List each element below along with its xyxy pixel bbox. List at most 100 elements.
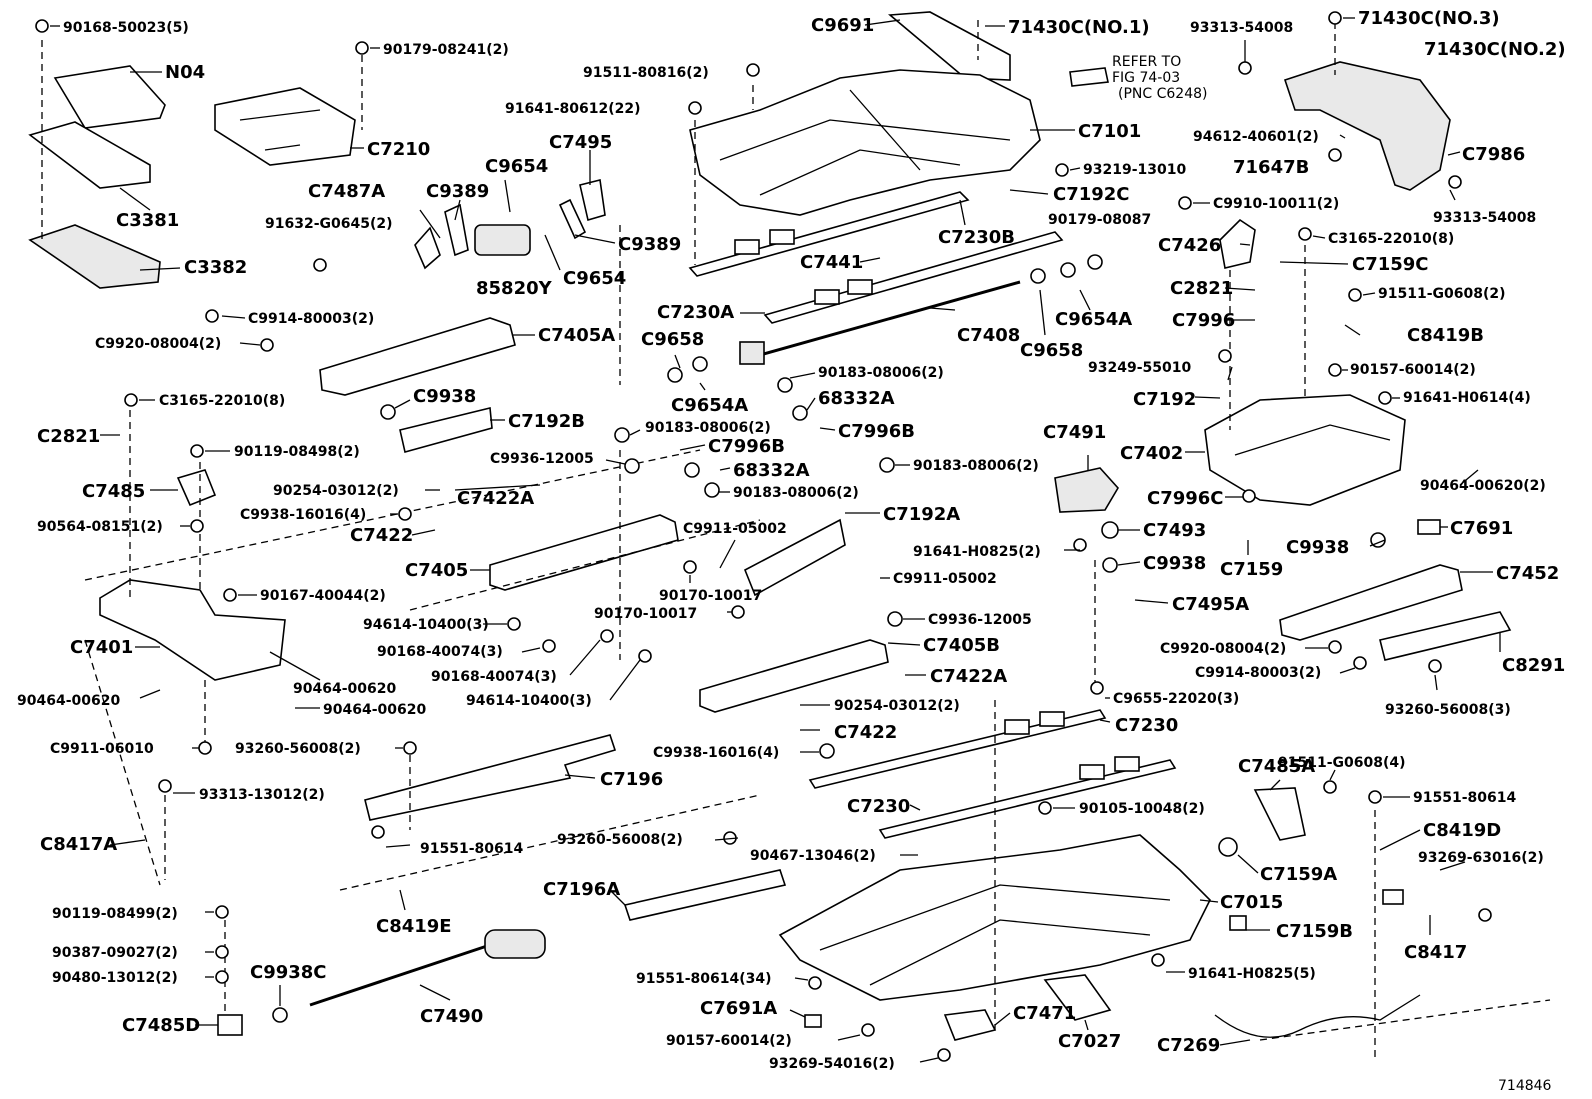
label-93269-63016: 93269-63016(2) (1418, 850, 1544, 866)
nut-icon (777, 377, 793, 393)
bolt-icon (1428, 659, 1442, 673)
label-c7027: C7027 (1058, 1031, 1121, 1052)
refer-line-2: FIG 74-03 (1112, 70, 1180, 86)
bolt-icon (1448, 175, 1462, 189)
label-c7485: C7485 (82, 481, 145, 502)
label-90168-50023: 90168-50023(5) (63, 20, 189, 36)
bolt-icon (1151, 953, 1165, 967)
label-c7495a: C7495A (1172, 594, 1249, 615)
label-c9389-a: C9389 (426, 181, 489, 202)
label-c7159: C7159 (1220, 559, 1283, 580)
label-90183-08006-d: 90183-08006(2) (913, 458, 1039, 474)
label-c7471: C7471 (1013, 1003, 1076, 1024)
label-91641-80612: 91641-80612(22) (505, 101, 641, 117)
part-c8417-connector (1382, 889, 1404, 905)
label-90467-13046: 90467-13046(2) (750, 848, 876, 864)
label-71647b: 71647B (1233, 157, 1309, 178)
label-c7426: C7426 (1158, 235, 1221, 256)
label-c7408: C7408 (957, 325, 1020, 346)
bolt-icon (223, 588, 237, 602)
bolt-icon (1073, 538, 1087, 552)
nut-icon (819, 743, 835, 759)
label-90254-03012-b: 90254-03012(2) (834, 698, 960, 714)
washer-icon (1328, 148, 1342, 162)
part-c7192b (399, 407, 493, 453)
part-c7159a-icon (1218, 837, 1238, 857)
nut-icon (624, 458, 640, 474)
part-c7426 (1219, 218, 1256, 269)
part-c7230 (808, 709, 1107, 789)
label-90157-60014-a: 90157-60014(2) (1350, 362, 1476, 378)
bolt-icon (35, 19, 49, 33)
label-90183-08006-a: 90183-08006(2) (818, 365, 944, 381)
label-c7230-b: C7230 (847, 796, 910, 817)
label-c2821-a: C2821 (1170, 278, 1233, 299)
label-c8419e: C8419E (376, 916, 452, 937)
label-c7485d: C7485D (122, 1015, 200, 1036)
label-93313-54008-b: 93313-54008 (1433, 210, 1536, 226)
part-c7405 (489, 514, 679, 591)
part-c7986 (1283, 61, 1451, 191)
label-90168-40074-b: 90168-40074(3) (431, 669, 557, 685)
nut-icon (1055, 163, 1069, 177)
label-c7192a: C7192A (883, 504, 960, 525)
bolt-icon (403, 741, 417, 755)
label-94614-10400-a: 94614-10400(3) (363, 617, 489, 633)
label-c7159a: C7159A (1260, 864, 1337, 885)
label-c9654a-b: C9654A (671, 395, 748, 416)
label-91551-80614-a: 91551-80614 (1413, 790, 1516, 806)
bolt-icon (313, 258, 327, 272)
label-c7101: C7101 (1078, 121, 1141, 142)
nut-icon (272, 1007, 288, 1023)
nut-icon (692, 356, 708, 372)
label-c7210: C7210 (367, 139, 430, 160)
nut-icon (398, 507, 412, 521)
part-c7491 (1054, 467, 1119, 513)
label-c7192: C7192 (1133, 389, 1196, 410)
bolt-icon (542, 639, 556, 653)
part-c7485a (1253, 787, 1306, 841)
part-c7196a (623, 869, 787, 921)
label-93260-56008-b: 93260-56008(2) (235, 741, 361, 757)
nut-icon (1102, 557, 1118, 573)
label-91632-g0645: 91632-G0645(2) (265, 216, 393, 232)
label-c9938-16016-a: C9938-16016(4) (240, 507, 366, 523)
label-90464-00620-c: 90464-00620 (17, 693, 120, 709)
washer-icon (507, 617, 521, 631)
label-c7192b: C7192B (508, 411, 585, 432)
label-c8419d: C8419D (1423, 820, 1501, 841)
label-c3165-22010-a: C3165-22010(8) (1328, 231, 1454, 247)
leader-lines (50, 17, 1501, 1063)
label-c7159c: C7159C (1352, 254, 1429, 275)
callout-labels: 90168-50023(5) N04 90179-08241(2) C7210 … (17, 8, 1566, 1072)
label-c7269: C7269 (1157, 1035, 1220, 1056)
label-93269-54016: 93269-54016(2) (769, 1056, 895, 1072)
nut-icon (1087, 254, 1103, 270)
bolt-icon (215, 905, 229, 919)
part-c7027 (1043, 974, 1112, 1021)
label-c7015: C7015 (1220, 892, 1283, 913)
label-c9654-b: C9654 (563, 268, 626, 289)
part-note-flag (1069, 67, 1109, 87)
label-90170-10017-a: 90170-10017 (659, 588, 762, 604)
label-71430c-no1: 71430C(NO.1) (1008, 17, 1150, 38)
part-c7495 (579, 179, 606, 222)
label-c8417a: C8417A (40, 834, 117, 855)
label-c7230b: C7230B (938, 227, 1015, 248)
label-90167-40044: 90167-40044(2) (260, 588, 386, 604)
label-c7996c: C7996C (1147, 488, 1224, 509)
part-c7405b (699, 639, 889, 713)
label-c9658-b: C9658 (1020, 340, 1083, 361)
label-94614-10400-b: 94614-10400(3) (466, 693, 592, 709)
bolt-icon (1328, 363, 1342, 377)
washer-icon (638, 649, 652, 663)
bolt-icon (1378, 391, 1392, 405)
label-c7405a: C7405A (538, 325, 615, 346)
label-90179-08087: 90179-08087 (1048, 212, 1151, 228)
label-c8291: C8291 (1502, 655, 1565, 676)
label-90119-08498: 90119-08498(2) (234, 444, 360, 460)
label-c7491: C7491 (1043, 422, 1106, 443)
refer-note: REFER TO FIG 74-03 (PNC C6248) (1112, 54, 1207, 102)
label-90179-08241: 90179-08241(2) (383, 42, 509, 58)
label-90480-13012: 90480-13012(2) (52, 970, 178, 986)
